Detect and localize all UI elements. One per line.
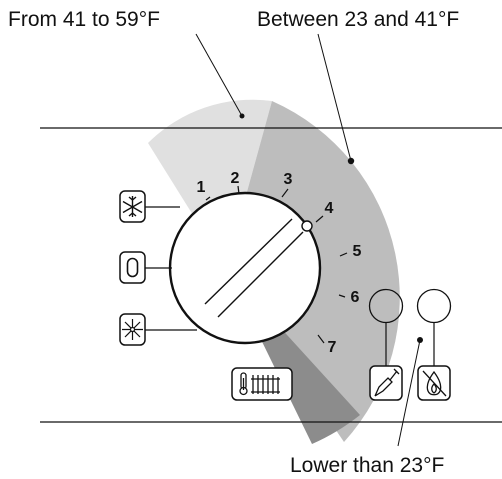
flame-off-icon [422, 370, 447, 397]
chimney-sweep-icon [374, 368, 400, 397]
dial-number-7: 7 [328, 339, 337, 356]
leader-line-41-59 [195, 33, 243, 117]
dial-number-1: 1 [197, 179, 206, 196]
dial-tick-3 [281, 188, 289, 198]
thermometer-radiator-icon [239, 372, 280, 396]
dial-number-3: 3 [284, 171, 293, 188]
leader-dot-41-59 [239, 113, 245, 119]
flame-reset-button[interactable] [417, 365, 451, 401]
dial-tick-7 [317, 334, 325, 344]
off-icon [126, 257, 139, 278]
dial-number-2: 2 [231, 170, 240, 187]
dial-pointer-dot [301, 220, 313, 232]
dial-tick-5 [339, 252, 348, 257]
summer-mode-button[interactable] [119, 313, 197, 346]
off-button[interactable] [119, 251, 172, 284]
dial-groove-line [217, 231, 304, 318]
frost-protection-button[interactable] [119, 190, 180, 223]
sun-icon [122, 319, 143, 340]
chimney-sweep-button[interactable] [369, 365, 403, 401]
dial-tick-6 [338, 294, 346, 298]
dial-tick-2 [237, 185, 240, 195]
snowflake-icon [122, 196, 143, 217]
dial-scale: 1 2 3 4 5 6 7 [197, 170, 362, 356]
label-23-41: Between 23 and 41°F [257, 8, 459, 31]
temperature-dial[interactable] [168, 191, 322, 345]
dial-tick-4 [315, 215, 324, 223]
off-button-frame [119, 251, 146, 284]
leader-dot-lower-23 [417, 337, 423, 343]
dial-tick-1 [205, 196, 211, 201]
leader-line-lower-23 [397, 339, 421, 447]
label-41-59: From 41 to 59°F [8, 8, 160, 31]
leader-line-23-41 [317, 33, 352, 162]
dial-number-6: 6 [351, 289, 360, 306]
dial-number-4: 4 [325, 200, 334, 217]
sector-41-59 [148, 99, 272, 268]
dial-number-5: 5 [353, 243, 362, 260]
dial-knob[interactable] [168, 191, 322, 345]
leader-dot-23-41 [347, 157, 355, 165]
dial-groove-line [204, 218, 293, 305]
indicator-lamp-icon [416, 288, 452, 324]
heating-setting-button[interactable] [231, 367, 293, 401]
label-lower-23: Lower than 23°F [290, 454, 444, 477]
